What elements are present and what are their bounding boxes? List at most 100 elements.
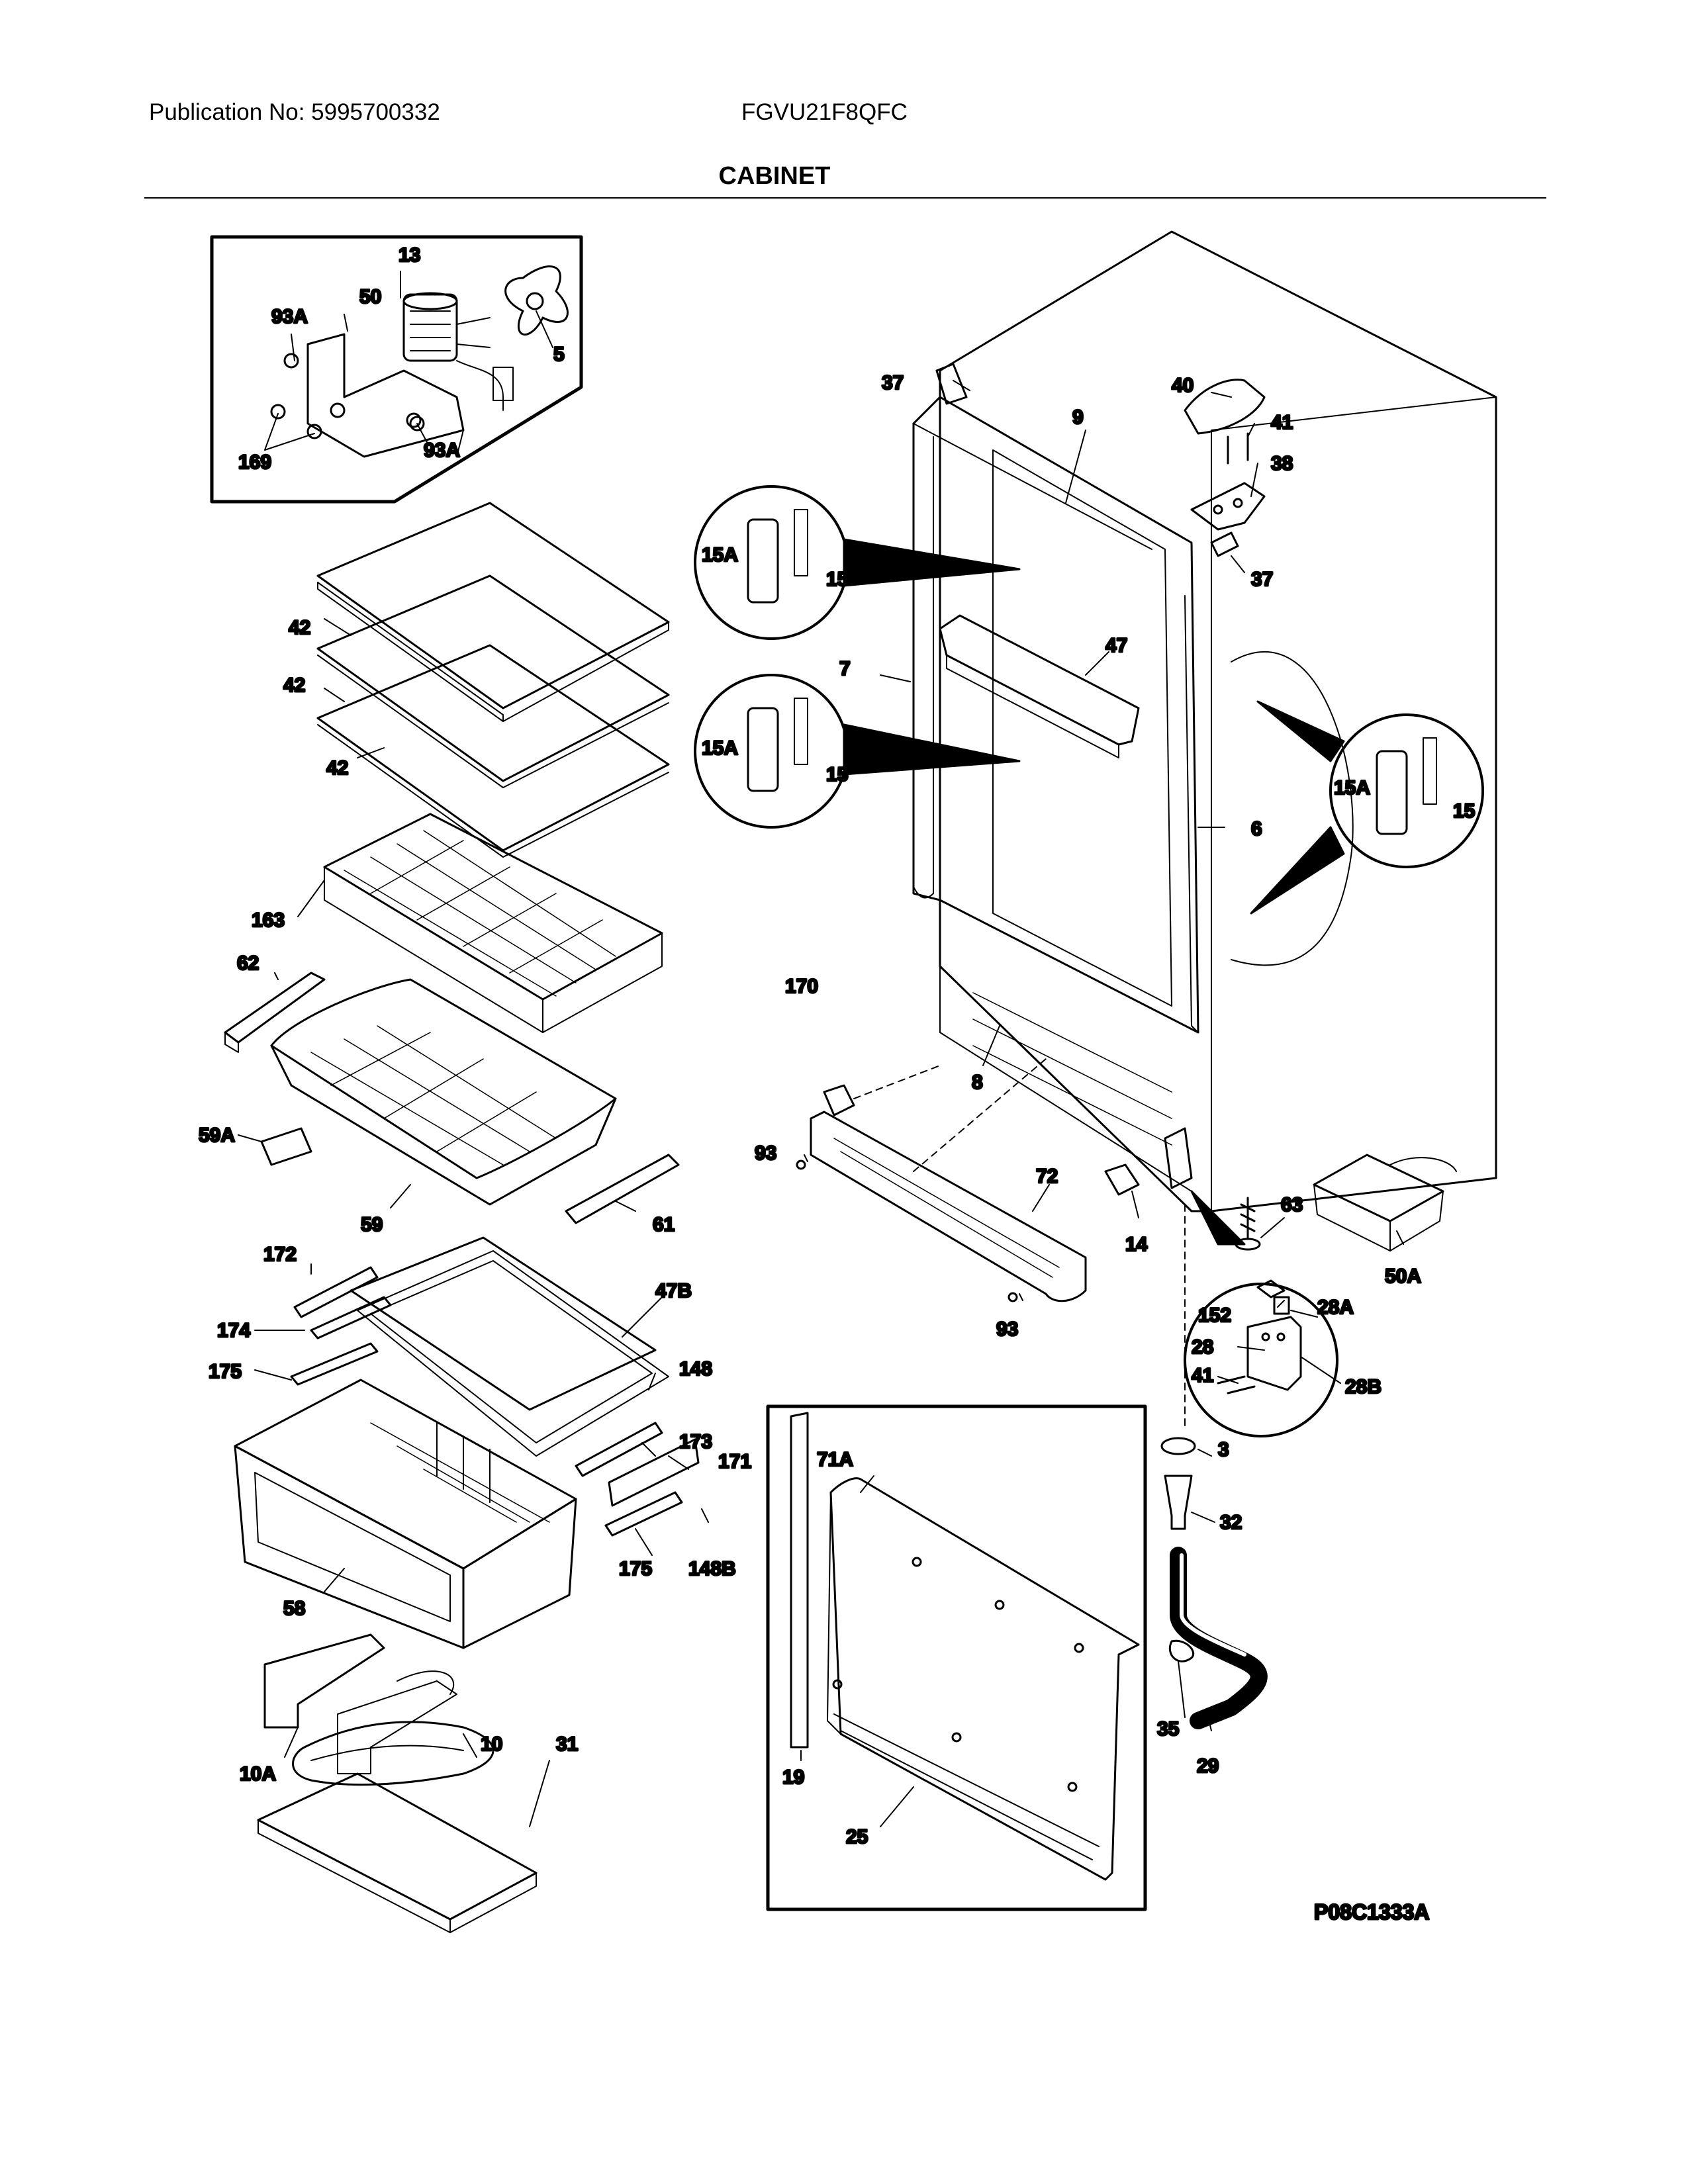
nut-169-b bbox=[306, 424, 322, 439]
drain-hose-29 bbox=[1170, 1547, 1268, 1729]
cabinet-back-bulge bbox=[1231, 651, 1354, 966]
label-148: 148 bbox=[679, 1358, 712, 1380]
basket-slide-61 bbox=[565, 1154, 680, 1224]
shelf-42-bottom bbox=[316, 644, 670, 858]
slide-173 bbox=[575, 1422, 663, 1477]
hinge-detail-pointer bbox=[1190, 1190, 1246, 1246]
label-3: 3 bbox=[1218, 1439, 1229, 1461]
label-15a-middle: 15A bbox=[702, 737, 738, 759]
label-25: 25 bbox=[846, 1826, 868, 1848]
label-35: 35 bbox=[1157, 1718, 1179, 1740]
screw-93a bbox=[283, 353, 299, 369]
rail-175-a bbox=[290, 1342, 379, 1386]
label-32: 32 bbox=[1220, 1512, 1242, 1533]
corner-trim-37-b bbox=[1210, 531, 1239, 557]
door-gasket-19 bbox=[790, 1412, 809, 1749]
vent-detail-right bbox=[1250, 700, 1484, 915]
label-93a-b: 93A bbox=[424, 439, 460, 461]
label-171: 171 bbox=[718, 1451, 751, 1473]
publication-number: Publication No: 5995700332 bbox=[149, 99, 440, 125]
screw-93-b bbox=[1008, 1292, 1018, 1302]
crisper-frame-148 bbox=[357, 1250, 669, 1457]
label-13: 13 bbox=[399, 244, 420, 266]
label-174: 174 bbox=[217, 1320, 250, 1342]
label-42-top: 42 bbox=[289, 617, 310, 639]
label-50: 50 bbox=[359, 286, 381, 308]
label-41: 41 bbox=[1271, 412, 1293, 433]
toe-grille-72 bbox=[810, 1111, 1087, 1302]
label-58: 58 bbox=[283, 1598, 305, 1619]
label-72: 72 bbox=[1036, 1165, 1058, 1187]
vent-detail-middle bbox=[694, 674, 1021, 829]
label-15a-right: 15A bbox=[1334, 777, 1370, 799]
label-71a: 71A bbox=[817, 1449, 853, 1471]
nut-169-a bbox=[270, 404, 286, 420]
basket-slide-62 bbox=[224, 972, 326, 1053]
screw-93a-b bbox=[406, 412, 422, 428]
leveling-leg-63 bbox=[1235, 1197, 1261, 1251]
heater-bracket-10a bbox=[263, 1633, 457, 1774]
label-172: 172 bbox=[263, 1244, 297, 1265]
label-175: 175 bbox=[209, 1361, 242, 1383]
label-15-right: 15 bbox=[1453, 800, 1475, 822]
reference-code: P08C1333A bbox=[1314, 1900, 1429, 1924]
label-163: 163 bbox=[252, 909, 285, 931]
breaker-strip-6 bbox=[1184, 595, 1199, 1033]
fan-wire-harness bbox=[456, 360, 514, 411]
wire-basket-59 bbox=[270, 978, 617, 1206]
label-9: 9 bbox=[1072, 406, 1084, 428]
top-hinge-cover-40 bbox=[1184, 379, 1266, 435]
vent-detail-upper bbox=[694, 485, 1021, 640]
label-28b: 28B bbox=[1345, 1376, 1382, 1398]
label-170: 170 bbox=[785, 976, 818, 997]
label-19: 19 bbox=[782, 1766, 804, 1788]
crisper-drawer-58 bbox=[234, 1379, 577, 1649]
label-14: 14 bbox=[1125, 1234, 1148, 1255]
rail-175-b bbox=[604, 1491, 683, 1537]
label-63: 63 bbox=[1281, 1194, 1303, 1216]
freezer-cabinet bbox=[912, 230, 1497, 1212]
fan-blade-5 bbox=[504, 265, 569, 336]
door-switch-14 bbox=[1104, 1163, 1140, 1196]
label-173: 173 bbox=[679, 1431, 712, 1453]
top-breaker-9 bbox=[913, 423, 1152, 550]
defrost-heater-10 bbox=[292, 1670, 494, 1786]
bottom-deck bbox=[939, 966, 1192, 1192]
hinge-detail-circle bbox=[1184, 1279, 1338, 1437]
label-148b: 148B bbox=[688, 1558, 736, 1580]
label-59: 59 bbox=[361, 1214, 383, 1236]
label-15-middle: 15 bbox=[826, 764, 848, 786]
label-31: 31 bbox=[556, 1733, 578, 1755]
label-38: 38 bbox=[1271, 453, 1293, 475]
label-28a: 28A bbox=[1317, 1297, 1354, 1318]
label-152: 152 bbox=[1198, 1304, 1231, 1326]
label-10a: 10A bbox=[240, 1763, 276, 1785]
bracket-171 bbox=[608, 1438, 700, 1507]
label-93: 93 bbox=[755, 1142, 776, 1164]
rail-174 bbox=[310, 1296, 392, 1340]
page-title: CABINET bbox=[718, 162, 831, 190]
label-62: 62 bbox=[237, 952, 259, 974]
fan-bracket-50 bbox=[306, 333, 465, 458]
light-switch-170 bbox=[823, 1084, 855, 1116]
label-10: 10 bbox=[481, 1733, 502, 1755]
label-29: 29 bbox=[1197, 1755, 1219, 1777]
label-40: 40 bbox=[1172, 375, 1194, 396]
label-169: 169 bbox=[238, 451, 271, 473]
header-divider bbox=[144, 197, 1546, 199]
bottom-hinge-assembly bbox=[1164, 1127, 1193, 1430]
label-41-b: 41 bbox=[1192, 1365, 1213, 1387]
drain-tube-32 bbox=[1164, 1475, 1193, 1530]
heater-cover-31 bbox=[257, 1772, 538, 1933]
label-8: 8 bbox=[972, 1071, 983, 1093]
door-inset-box bbox=[766, 1404, 1147, 1911]
door-seal-7 bbox=[913, 423, 934, 899]
label-61: 61 bbox=[653, 1214, 675, 1236]
label-93a: 93A bbox=[271, 306, 308, 328]
label-6: 6 bbox=[1251, 818, 1262, 840]
drain-cap-3 bbox=[1160, 1437, 1196, 1455]
fan-motor-inset bbox=[210, 235, 583, 504]
basket-clip-59a bbox=[260, 1127, 312, 1166]
label-28: 28 bbox=[1192, 1336, 1213, 1358]
